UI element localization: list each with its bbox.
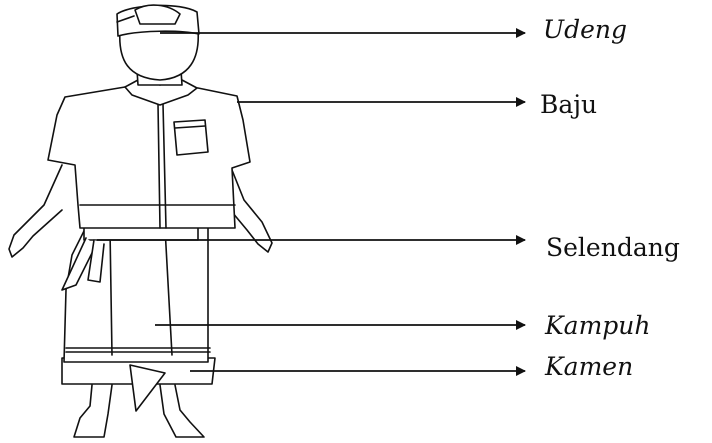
baju-shirt — [48, 85, 250, 228]
figure-illustration — [9, 5, 272, 437]
left-leg — [74, 385, 112, 437]
shirt-pocket — [174, 120, 208, 155]
right-arm — [230, 165, 272, 252]
kampuh-label: Kampuh — [545, 313, 651, 338]
right-leg — [160, 385, 204, 437]
selendang-label: Selendang — [546, 235, 680, 260]
baju-label: Baju — [540, 92, 597, 117]
kamen-label: Kamen — [545, 354, 633, 379]
head — [120, 30, 198, 80]
left-arm — [9, 165, 62, 257]
udeng-label: Udeng — [543, 17, 627, 42]
